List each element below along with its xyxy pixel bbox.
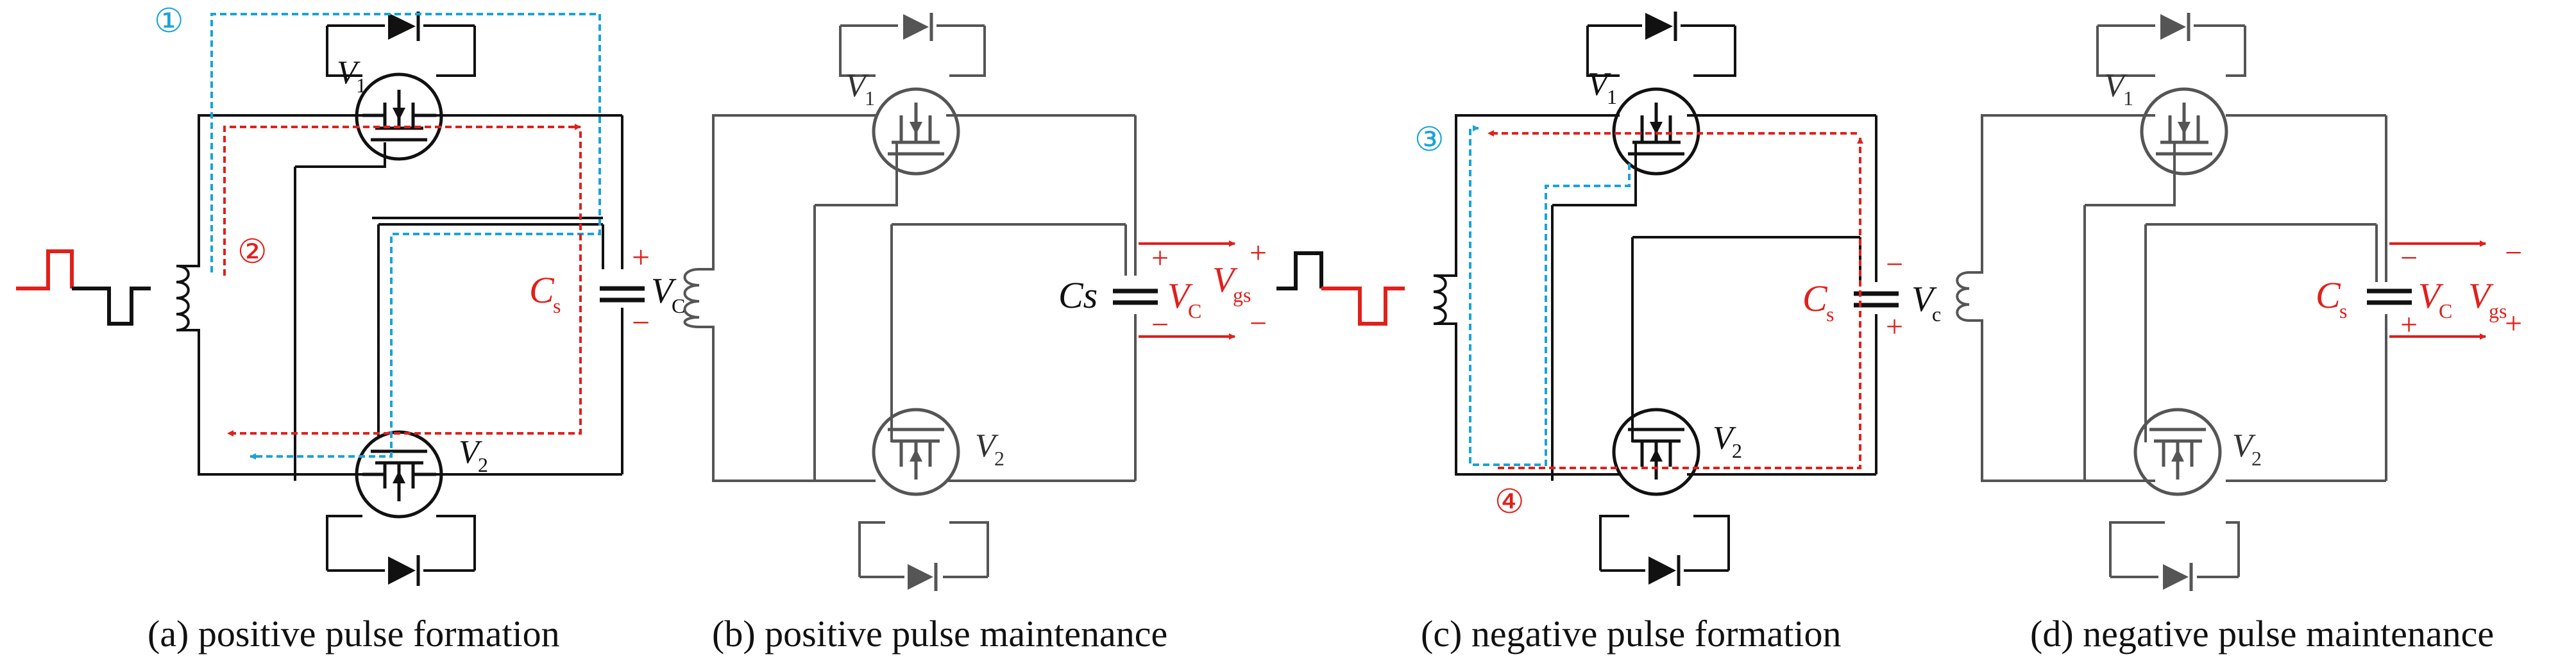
- mosfet-v2-arrow-icon: [2171, 449, 2184, 462]
- vgs-sign-bottom: −: [1250, 306, 1267, 340]
- vgs-sign-bottom: +: [2505, 306, 2522, 340]
- mosfet-v1: [1612, 87, 1700, 176]
- label-v2-sub: 2: [994, 447, 1004, 470]
- mosfet-v1-arrow-icon: [393, 108, 405, 121]
- current-path-2-red-return: [227, 131, 582, 437]
- caption-a: (a) positive pulse formation: [148, 613, 560, 655]
- top-diode-icon: [903, 14, 929, 40]
- label-v1: V: [845, 67, 869, 104]
- cap-sign-bottom: +: [1886, 310, 1903, 344]
- cap-sign-top: +: [632, 239, 650, 275]
- caption-d: (d) negative pulse maintenance: [2030, 613, 2494, 655]
- cap-sign-top: −: [1886, 247, 1903, 281]
- main-wiring: [176, 24, 623, 572]
- label-cs-sub: s: [1826, 303, 1834, 326]
- label-v2-sub: 2: [1732, 439, 1742, 462]
- label-vgs-sub: gs: [2489, 299, 2507, 322]
- cap-sign-top: +: [1151, 241, 1169, 275]
- label-cs-sub: s: [2339, 299, 2347, 322]
- label-cs: C: [1802, 278, 1828, 319]
- current-path-4-red: [1498, 137, 1863, 469]
- input-pulse-waveform: [16, 249, 74, 290]
- label-vc: V: [1911, 279, 1937, 319]
- label-v2: V: [2232, 428, 2256, 464]
- mosfet-v1-arrow-icon: [1650, 122, 1663, 135]
- label-vc: V: [2418, 276, 2444, 316]
- label-cs: C: [529, 269, 555, 311]
- label-v2-sub: 2: [2251, 447, 2262, 470]
- label-v1: V: [337, 54, 360, 91]
- caption-c: (c) negative pulse formation: [1421, 613, 1841, 655]
- caption-b: (b) positive pulse maintenance: [712, 613, 1167, 655]
- bottom-diode-icon: [388, 556, 416, 585]
- label-cs: C: [2316, 274, 2341, 316]
- label-v1: V: [1588, 66, 1611, 103]
- transformer-coil: [176, 265, 190, 331]
- mosfet-v1: [872, 87, 960, 176]
- current-path-3-blue: [1469, 125, 1631, 466]
- label-v1-sub: 1: [865, 87, 875, 110]
- panel-d-negative-pulse-maintenance: V 1 V 2 C s V C V gs − + − + (d) negativ…: [1956, 13, 2522, 655]
- cap-sign-top: −: [2400, 241, 2418, 275]
- label-v2: V: [975, 428, 999, 464]
- main-wiring: [699, 24, 1137, 578]
- bottom-diode-icon: [908, 564, 933, 590]
- current-path-2-red: [223, 124, 581, 276]
- path-marker-3: ③: [1414, 121, 1445, 159]
- panel-c-negative-pulse-formation: ③ ④ V 1 V 2 C s V c − + (c) negative pul…: [1276, 12, 1941, 655]
- top-diode-icon: [388, 13, 416, 40]
- label-v2-sub: 2: [478, 453, 488, 476]
- transformer-coil: [1433, 274, 1447, 325]
- bottom-diode-icon: [1648, 556, 1676, 585]
- label-cs: Cs: [1058, 274, 1097, 316]
- cap-sign-bottom: −: [632, 304, 650, 340]
- panel-b-positive-pulse-maintenance: V 1 V 2 Cs V C V gs + − + − (b) positive…: [683, 13, 1267, 655]
- input-pulse-waveform-negative: [72, 287, 151, 326]
- label-cs-sub: s: [553, 294, 561, 317]
- label-vc-sub: C: [2439, 299, 2452, 322]
- label-v1-sub: 1: [2123, 87, 2133, 110]
- label-vgs-sub: gs: [1233, 283, 1251, 306]
- path-marker-1: ①: [154, 2, 184, 40]
- label-vc-sub: c: [1932, 303, 1941, 326]
- panel-a-positive-pulse-formation: ① ② V 1 V 2 C s V C + − (a) positive pul…: [16, 2, 685, 655]
- label-v2: V: [1713, 420, 1736, 456]
- top-diode-icon: [1645, 13, 1673, 40]
- label-v1: V: [2104, 67, 2128, 104]
- vgs-sign-top: +: [1250, 236, 1267, 270]
- mosfet-v1: [2140, 87, 2228, 176]
- path-marker-2: ②: [237, 233, 267, 271]
- vgs-sign-top: −: [2505, 236, 2522, 270]
- mosfet-v2-arrow-icon: [393, 471, 405, 483]
- main-wiring: [1969, 24, 2387, 578]
- mosfet-v2-arrow-icon: [910, 449, 922, 462]
- main-wiring: [1434, 24, 1877, 572]
- transformer-coil: [1956, 271, 1970, 322]
- path-marker-4: ④: [1495, 483, 1525, 521]
- input-pulse-waveform: [1276, 251, 1323, 290]
- input-pulse-waveform-negative: [1321, 287, 1405, 326]
- transformer-coil: [683, 268, 700, 328]
- mosfet-v1-arrow-icon: [910, 122, 922, 135]
- mosfet-v1-arrow-icon: [2178, 122, 2190, 135]
- label-vc-sub: C: [672, 294, 685, 317]
- bottom-diode-icon: [2163, 564, 2189, 590]
- label-v1-sub: 1: [356, 74, 366, 97]
- label-vc: V: [651, 271, 677, 311]
- label-vgs: V: [1212, 260, 1238, 300]
- label-vc: V: [1167, 276, 1193, 316]
- cap-sign-bottom: −: [1151, 308, 1169, 342]
- label-vgs: V: [2468, 276, 2494, 316]
- label-v1-sub: 1: [1607, 85, 1617, 108]
- label-vc-sub: C: [1188, 299, 1201, 322]
- top-diode-icon: [2160, 14, 2186, 40]
- mosfet-v2-arrow-icon: [1650, 449, 1663, 462]
- cap-sign-bottom: +: [2400, 308, 2418, 342]
- label-v2: V: [459, 434, 482, 471]
- current-path-1-blue: [210, 13, 601, 460]
